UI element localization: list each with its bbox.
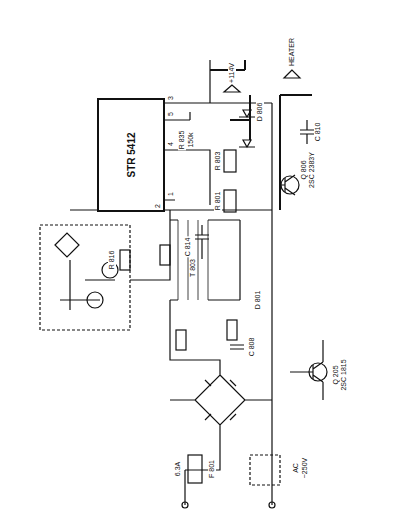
component-label: ~250V (301, 457, 309, 479)
component-label: F 801 (208, 459, 216, 479)
component-label: 150k (187, 131, 195, 148)
component-label: 4 (167, 141, 175, 147)
component-label: 2 (154, 203, 162, 209)
component-label: D 806 (256, 102, 264, 123)
component-label: C 814 (184, 237, 192, 258)
component-label: +114V (228, 62, 236, 84)
component-label: 3 (167, 95, 175, 101)
component-label: HEATER (288, 37, 296, 67)
component-label: AC (292, 462, 300, 474)
part-name: STR 5412 (126, 132, 137, 177)
component-label: Q 806 (300, 159, 308, 180)
component-label: 5 (167, 111, 175, 117)
component-label: T 803 (189, 258, 197, 278)
component-label: D 801 (254, 290, 262, 311)
component-label: 2SC 2383Y (308, 151, 316, 189)
component-label: R 816 (108, 250, 116, 271)
component-label: R 803 (214, 151, 222, 172)
component-label: C 808 (248, 337, 256, 358)
component-label: R 835 (178, 130, 186, 151)
component-label: 2SC 1815 (340, 358, 348, 391)
component-label: C 810 (314, 122, 322, 143)
ic-box: STR 5412 (97, 98, 165, 212)
component-label: 1 (167, 191, 175, 197)
component-label: R 801 (214, 191, 222, 212)
component-label: Q 205 (332, 364, 340, 385)
component-label: 6.3A (174, 461, 182, 477)
